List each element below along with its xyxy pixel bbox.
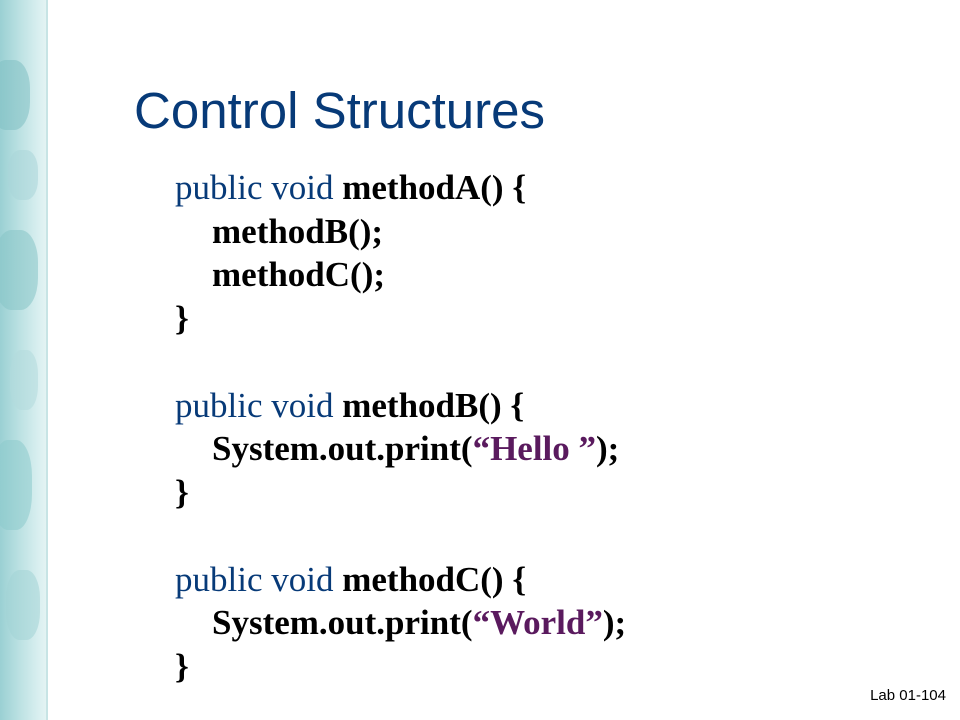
code-statement: methodB(); xyxy=(212,211,384,251)
keyword: public void xyxy=(175,168,334,207)
code-statement: System.out.print(“Hello ”); xyxy=(175,427,626,471)
string-literal: “Hello ” xyxy=(472,429,597,468)
side-band-edge xyxy=(46,0,48,720)
method-b-signature: public void methodB() { xyxy=(175,384,626,428)
code-statement: System.out.print(“World”); xyxy=(175,601,626,645)
slide-footer: Lab 01-104 xyxy=(870,687,946,704)
code-spacer xyxy=(175,514,626,558)
code-block: public void methodA() { methodB(); metho… xyxy=(175,166,626,688)
method-name: methodB() { xyxy=(342,385,525,425)
code-spacer xyxy=(175,340,626,384)
call-prefix: System.out.print( xyxy=(212,429,473,468)
side-band-pattern xyxy=(8,150,38,200)
method-c-signature: public void methodC() { xyxy=(175,558,626,602)
call-prefix: System.out.print( xyxy=(212,603,473,642)
string-literal: “World” xyxy=(472,603,603,642)
code-statement: methodC(); xyxy=(212,255,386,294)
method-name: methodA() { xyxy=(342,168,527,207)
decorative-side-band xyxy=(0,0,48,720)
closing-brace: } xyxy=(175,646,189,686)
slide-title: Control Structures xyxy=(134,82,545,139)
side-band-pattern xyxy=(0,60,30,130)
method-name: methodC() { xyxy=(342,559,527,599)
method-a-signature: public void methodA() { xyxy=(175,166,626,210)
closing-brace: } xyxy=(175,298,189,338)
keyword: public void xyxy=(175,559,334,599)
side-band-pattern xyxy=(0,230,38,310)
side-band-pattern xyxy=(10,350,38,410)
call-suffix: ); xyxy=(602,603,627,642)
side-band-pattern xyxy=(0,440,32,530)
closing-brace: } xyxy=(175,472,189,512)
keyword: public void xyxy=(175,385,334,425)
side-band-pattern xyxy=(6,570,40,640)
call-suffix: ); xyxy=(596,429,620,468)
